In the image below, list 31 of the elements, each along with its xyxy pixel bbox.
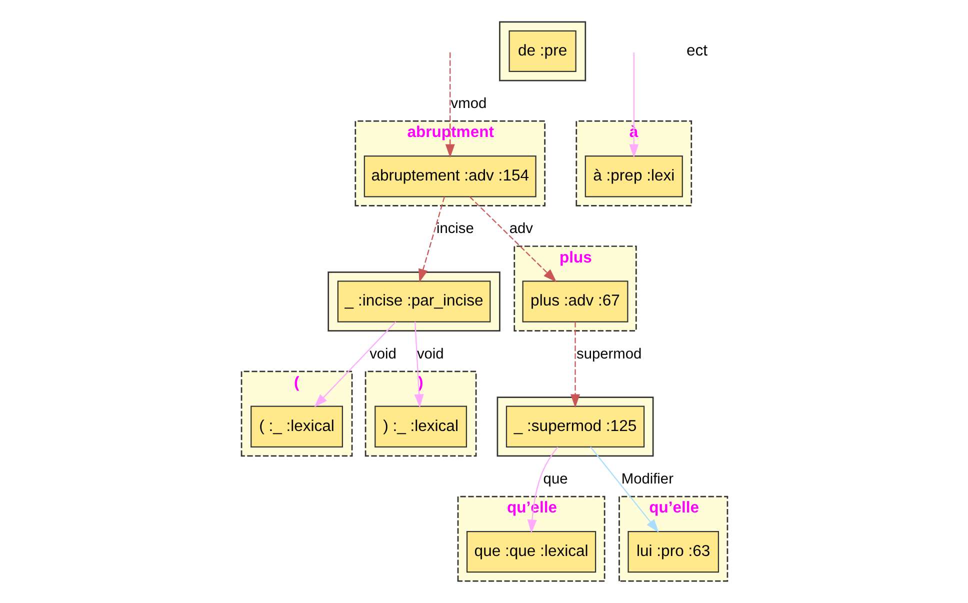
node-box: lui :pro :63 [627,530,719,573]
cluster [327,272,500,332]
arrow [314,321,396,408]
node-box: ( :_ :lexical [250,406,342,448]
node-box: que :que :lexical [466,530,596,573]
arrow [468,196,556,282]
node-box: plus :adv :67 [522,280,628,322]
edge-label: vmod [450,96,486,112]
node-box: abruptement :adv :154 [363,156,536,198]
node-box: de :pre [508,30,576,72]
node-box: ) :_ :lexical [374,406,467,448]
arrow [418,196,445,283]
arrow [590,446,658,533]
arrow [414,322,424,408]
node-box: _ :supermod :125 [505,406,644,448]
arrow [526,446,558,534]
label: ect [686,42,708,60]
node-box: à :prep :lexi [584,156,682,198]
edge-label: que [542,471,568,488]
edge-label: incise [436,221,474,238]
edge-label: adv [508,221,532,238]
cluster [498,21,586,82]
cluster [496,396,654,457]
edge-label: supermod [576,346,642,362]
edge-label: void [416,346,444,362]
arrow [444,52,454,158]
edge-label: Modifier [620,471,673,488]
edge-label: void [369,346,396,362]
arrow [570,322,580,408]
arrow [628,52,638,158]
node-box: _ :incise :par_incise [336,280,490,322]
